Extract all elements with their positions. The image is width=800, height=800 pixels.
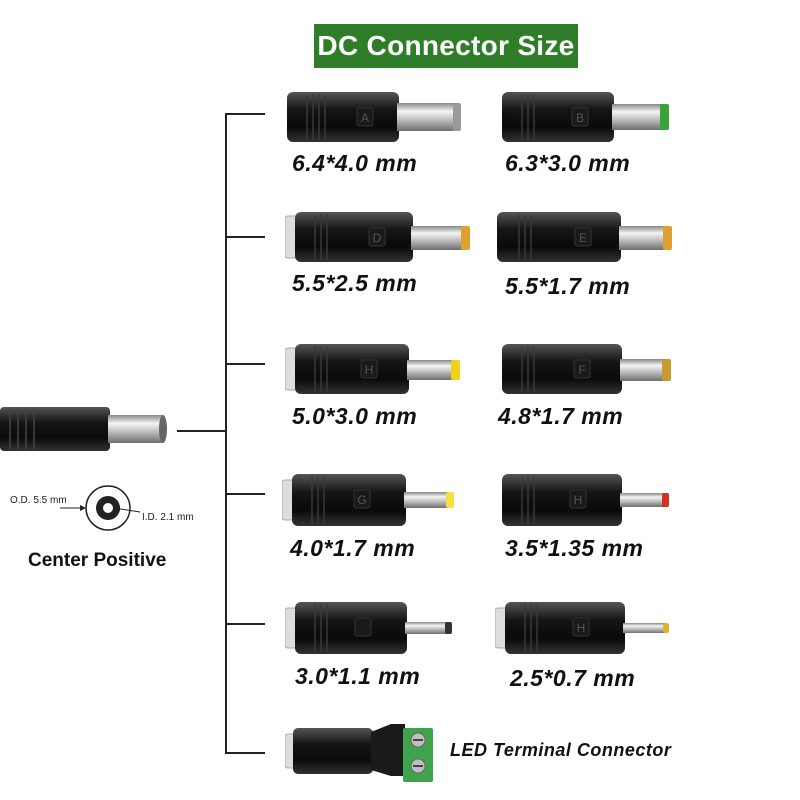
tree-branch-5 [225,623,265,625]
tip-size-label: 4.8*1.7 mm [498,403,624,429]
tip-letter: F [578,363,585,377]
tip-e-image: E [495,208,685,268]
tip-letter: A [361,111,369,125]
tip-size-label: 6.3*3.0 mm [505,150,631,176]
tip-letter: H [574,493,583,507]
tip-letter: H [365,363,374,377]
tree-branch-3 [225,363,265,365]
tip-image [285,598,475,658]
id-label: I.D. 2.1 mm [142,512,194,523]
tip-letter: D [373,231,382,245]
tree-branch-4 [225,493,265,495]
tip-letter: H [577,621,586,635]
tip-size-label: 5.5*2.5 mm [292,270,418,296]
polarity-label: Center Positive [28,550,167,571]
tip-size-label: 3.5*1.35 mm [505,535,644,561]
tree-branch-main [177,430,226,432]
led-terminal-connector-image [285,724,433,782]
tip-size-label: 6.4*4.0 mm [292,150,418,176]
tree-branch-6 [225,752,265,754]
page-title: DC Connector Size [314,24,578,68]
tip-size-label: 4.0*1.7 mm [290,535,416,561]
tip-letter: B [576,111,584,125]
tip-size-label: 3.0*1.1 mm [295,663,421,689]
tree-trunk [225,113,227,753]
tip-g-image: G [282,470,472,530]
tip-a-image: A [285,88,475,148]
tree-branch-1 [225,113,265,115]
tip-letter: E [579,231,587,245]
tip-size-label: 5.0*3.0 mm [292,403,418,429]
tip-b-image: B [500,88,690,148]
led-terminal-label: LED Terminal Connector [450,740,672,760]
main-cable-plug [0,407,167,451]
tip-h3-image: H [495,598,685,658]
tip-size-label: 2.5*0.7 mm [510,665,636,691]
tip-h-image: H [285,340,475,400]
tip-h2-image: H [500,470,690,530]
od-label: O.D. 5.5 mm [10,495,67,506]
tree-branch-2 [225,236,265,238]
tip-f-image: F [500,340,690,400]
tip-letter: G [357,493,366,507]
tip-d-image: D [285,208,475,268]
connector-diagram [60,485,141,531]
tip-size-label: 5.5*1.7 mm [505,273,631,299]
